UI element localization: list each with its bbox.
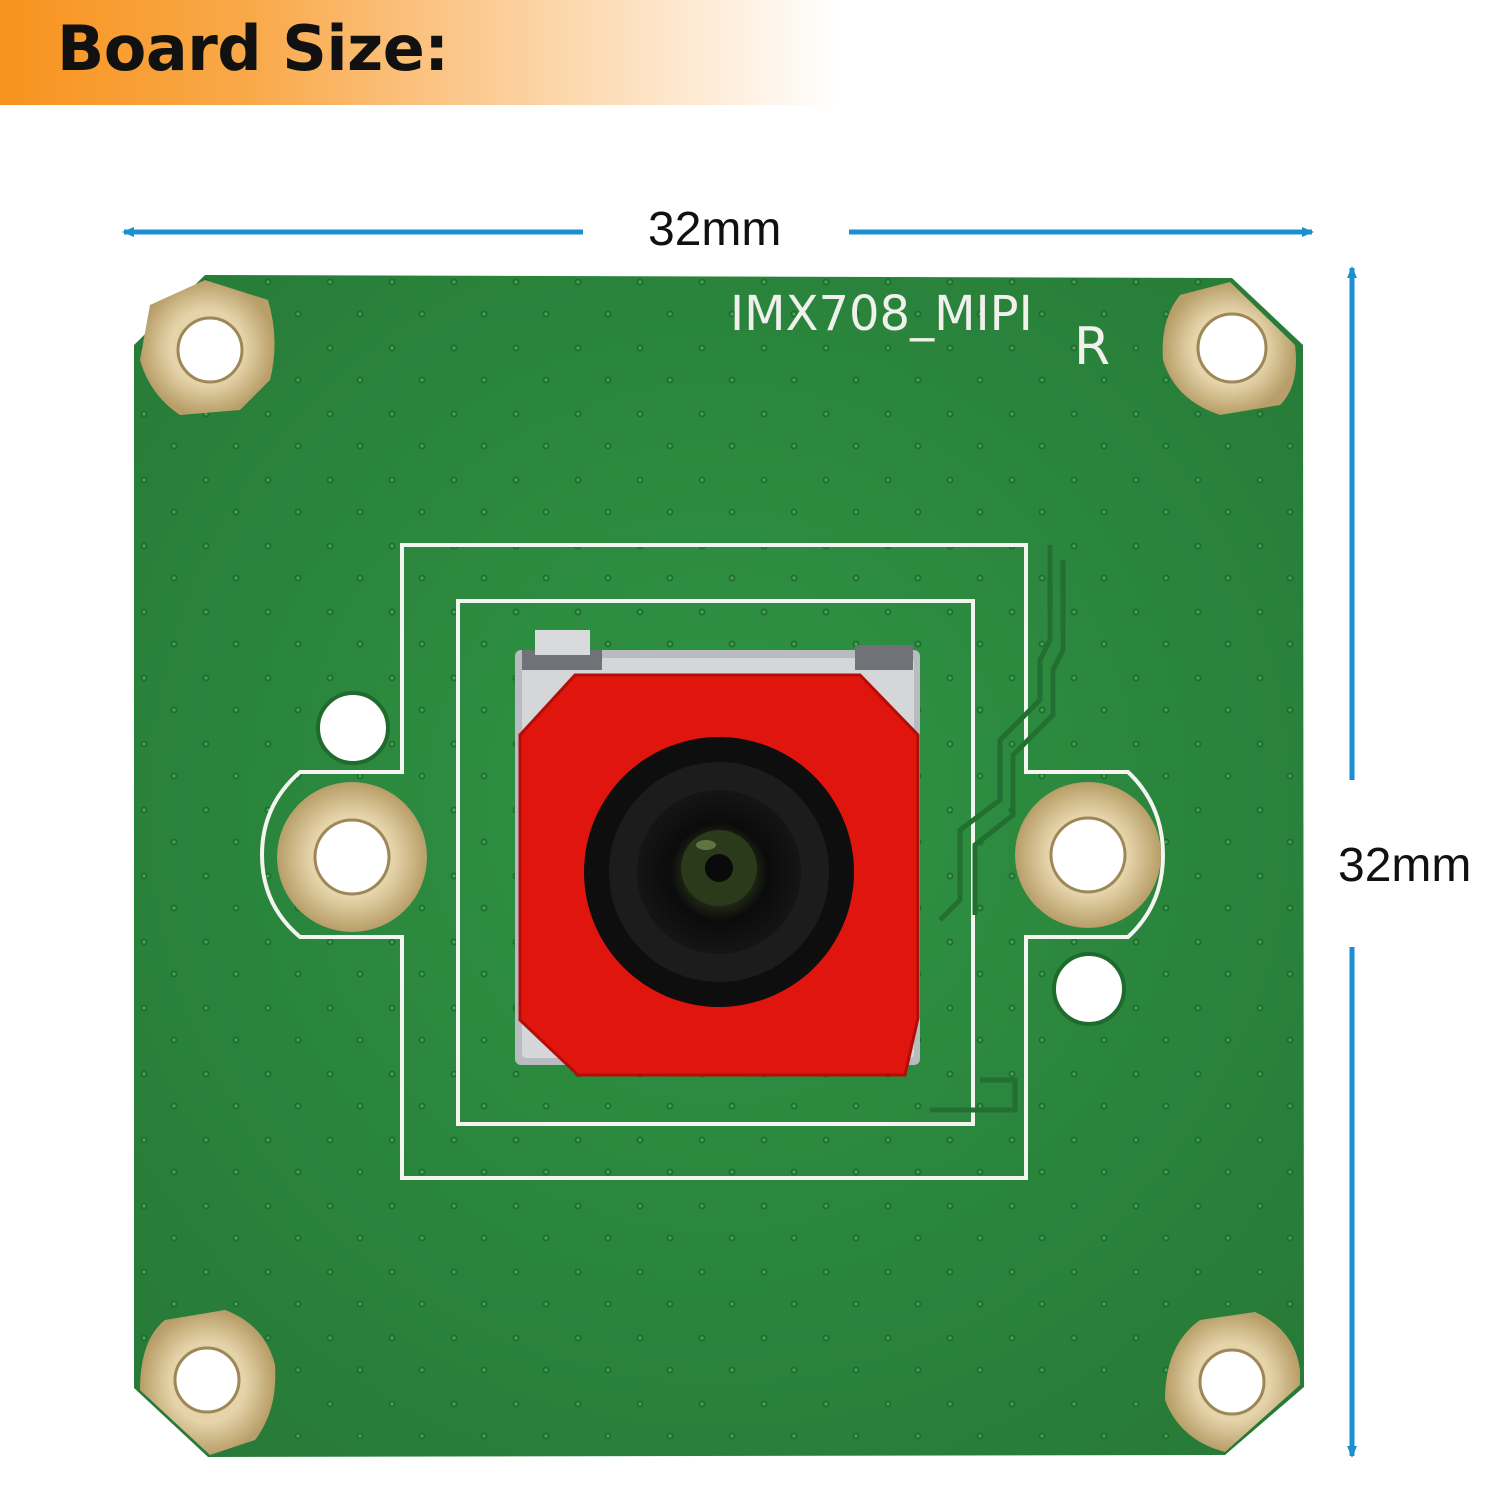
width-dimension-label: 32mm <box>648 203 782 256</box>
mounting-pad-top-right <box>1162 282 1296 415</box>
camera-lens <box>584 737 854 1007</box>
mounting-pad-bottom-left <box>140 1310 276 1455</box>
mounting-pad-top-left <box>140 280 275 415</box>
alignment-hole-right <box>1052 952 1126 1026</box>
silkscreen-model-label: IMX708_MIPI <box>730 286 1033 342</box>
page-title: Board Size: <box>57 12 449 85</box>
silkscreen-marker-label: R <box>1074 317 1110 377</box>
mounting-pad-left <box>277 782 427 932</box>
pcb-traces <box>930 545 1066 1113</box>
header-banner: Board Size: <box>0 0 840 105</box>
silkscreen-outer-frame <box>259 543 1166 1180</box>
mounting-pad-bottom-right <box>1165 1312 1300 1452</box>
height-dimension-label: 32mm <box>1338 839 1472 892</box>
mounting-pad-right <box>1015 782 1161 928</box>
alignment-hole-left <box>316 691 390 765</box>
